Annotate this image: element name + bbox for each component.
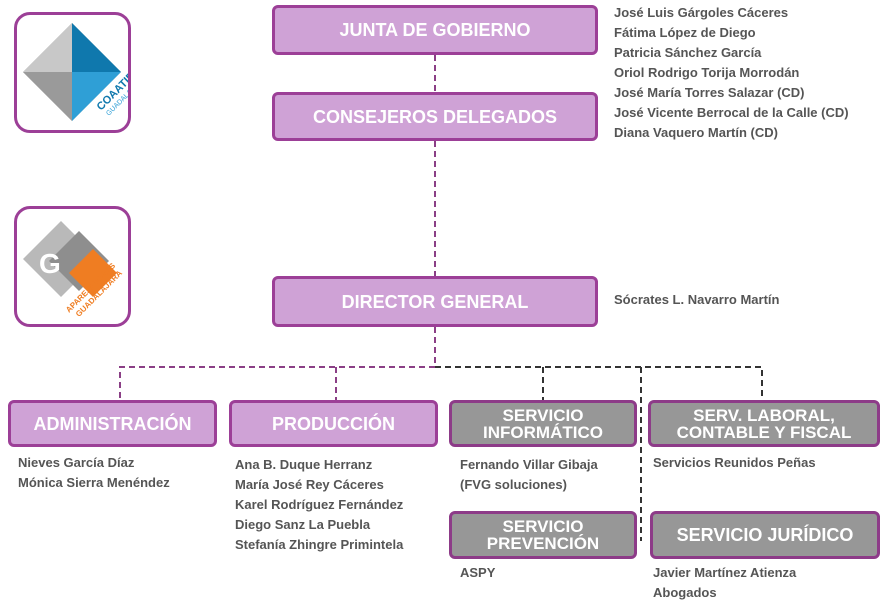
servicio-prevencion-label-line1: SERVICIO [502,517,584,536]
connector-to-administracion [119,366,435,400]
prevencion-members-list: ASPY [460,563,495,583]
serv-laboral-label-line1: SERV. LABORAL, [693,405,835,425]
junta-members-list: José Luis Gárgoles Cáceres Fátima López … [614,3,849,143]
servicio-prevencion-label-line2: PREVENCIÓN [486,534,600,553]
consejeros-delegados-label: CONSEJEROS DELEGADOS [312,106,558,127]
junta-member: Oriol Rodrigo Torija Morrodán [614,65,800,80]
produccion-member: Ana B. Duque Herranz [235,457,373,472]
junta-member: José María Torres Salazar (CD) [614,85,805,100]
junta-member: Diana Vaquero Martín (CD) [614,125,778,140]
serv-laboral-box: SERV. LABORAL, CONTABLE Y FISCAL [648,400,880,447]
administracion-box: ADMINISTRACIÓN [8,400,217,447]
servicio-informatico-label-line2: INFORMÁTICO [483,422,603,442]
junta-member: José Luis Gárgoles Cáceres [614,5,789,20]
administracion-members-list: Nieves García Díaz Mónica Sierra Menénde… [18,453,170,493]
servicio-juridico-box: SERVICIO JURÍDICO [650,511,880,559]
junta-de-gobierno-box: JUNTA DE GOBIERNO [272,5,598,55]
produccion-member: María José Rey Cáceres [235,477,384,492]
servicio-prevencion-box: SERVICIO PREVENCIÓN [449,511,637,559]
produccion-label: PRODUCCIÓN [271,413,395,434]
servicio-informatico-box: SERVICIO INFORMÁTICO [449,400,637,447]
juridico-member: Javier Martínez Atienza [653,565,797,580]
aparejadores-logo: G APAREJADORES GUADALAJARA [14,206,131,327]
director-general-box: DIRECTOR GENERAL [272,276,598,327]
consejeros-delegados-box: CONSEJEROS DELEGADOS [272,92,598,141]
director-general-name: Sócrates L. Navarro Martín [614,292,780,307]
junta-de-gobierno-label: JUNTA DE GOBIERNO [339,20,531,40]
administracion-label: ADMINISTRACIÓN [33,413,192,434]
junta-member: Fátima López de Diego [614,25,756,40]
administracion-member: Nieves García Díaz [18,455,135,470]
aparejadores-logo-mark: G APAREJADORES GUADALAJARA [23,221,124,319]
junta-member: Patricia Sánchez García [614,45,762,60]
connector-services-bus [435,366,763,400]
produccion-member: Diego Sanz La Puebla [235,517,371,532]
juridico-member: Abogados [653,585,717,600]
coaatie-logo: COAATIE GUADALAJARA [14,12,131,133]
aparejadores-logo-mark-letter: G [39,248,61,279]
produccion-member: Karel Rodríguez Fernández [235,497,404,512]
juridico-members-list: Javier Martínez Atienza Abogados [653,563,796,603]
laboral-member: Servicios Reunidos Peñas [653,455,816,470]
informatico-member: Fernando Villar Gibaja [460,457,598,472]
servicio-juridico-label: SERVICIO JURÍDICO [676,525,854,545]
director-general-label: DIRECTOR GENERAL [341,291,529,312]
produccion-members-list: Ana B. Duque Herranz María José Rey Cáce… [235,455,403,555]
serv-laboral-label-line2: CONTABLE Y FISCAL [676,422,852,442]
servicio-informatico-label-line1: SERVICIO [502,405,584,425]
administracion-member: Mónica Sierra Menéndez [18,475,170,490]
laboral-members-list: Servicios Reunidos Peñas [653,453,816,473]
coaatie-logo-mark: COAATIE GUADALAJARA [23,23,128,121]
junta-member: José Vicente Berrocal de la Calle (CD) [614,105,849,120]
prevencion-member: ASPY [460,565,496,580]
informatico-member: (FVG soluciones) [460,477,567,492]
produccion-member: Stefanía Zhingre Primintela [235,537,404,552]
produccion-box: PRODUCCIÓN [229,400,438,447]
informatico-members-list: Fernando Villar Gibaja (FVG soluciones) [460,455,598,495]
